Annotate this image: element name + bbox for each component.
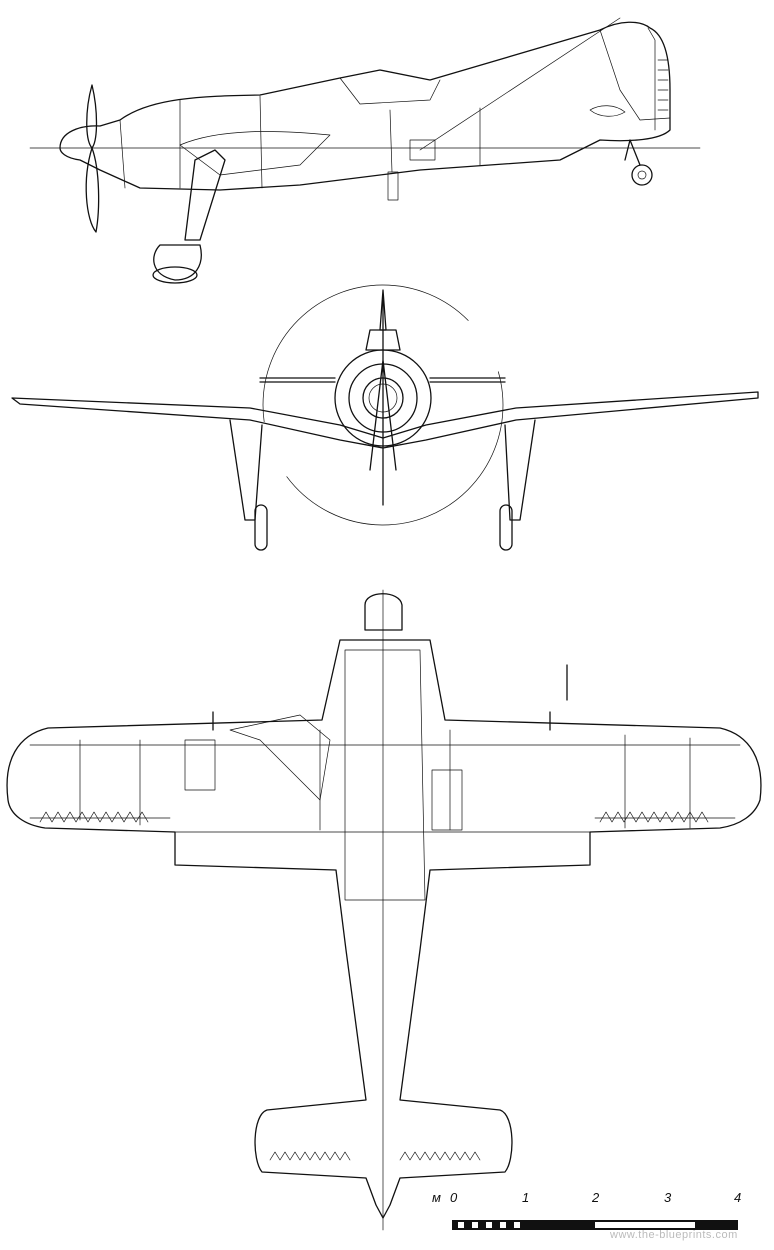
scale-tick-2: 2 <box>592 1190 600 1205</box>
scale-tick-3: 3 <box>664 1190 672 1205</box>
front-view <box>11 284 759 551</box>
top-view <box>6 589 762 1231</box>
side-view <box>29 17 701 284</box>
watermark: www.the-blueprints.com <box>610 1229 738 1241</box>
scale-tick-4: 4 <box>734 1190 742 1205</box>
scale-bar <box>452 1220 738 1230</box>
scale-tick-0: 0 <box>450 1190 458 1205</box>
scale-tick-1: 1 <box>522 1190 530 1205</box>
scale-unit: м <box>432 1190 441 1205</box>
